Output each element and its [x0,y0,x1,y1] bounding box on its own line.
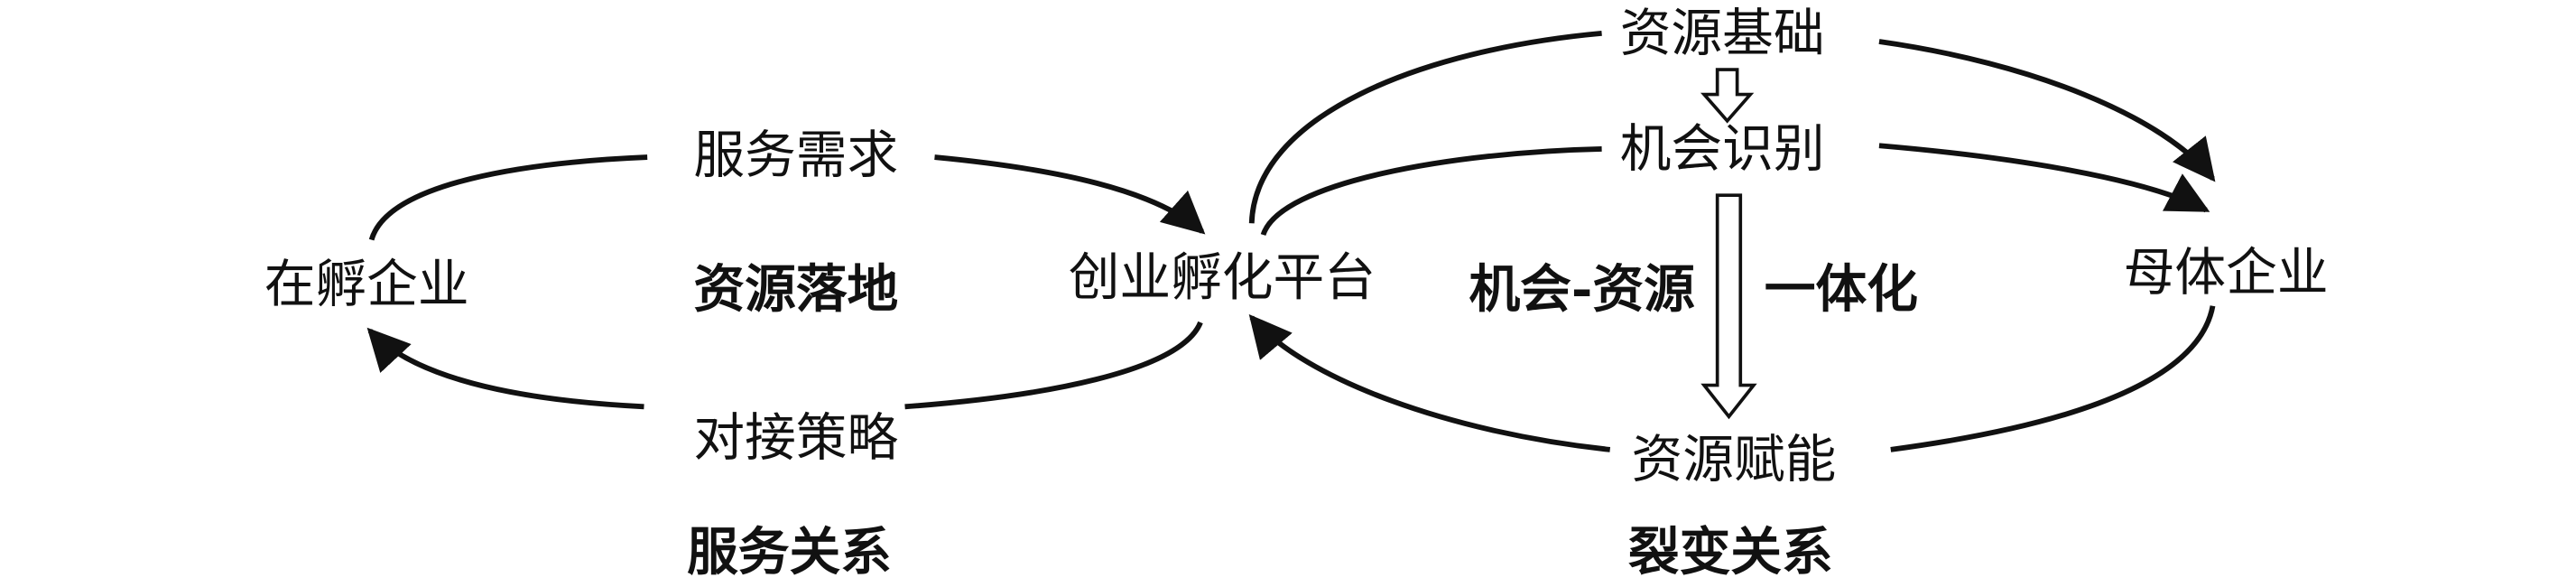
hollow-arrow-small [1700,68,1755,124]
label-opp-resource: 机会-资源 [1469,259,1695,319]
label-service-relation: 服务关系 [687,522,892,582]
node-resource-base: 资源基础 [1620,4,1825,63]
label-resource-landing: 资源落地 [693,259,898,319]
node-incubated-firm: 在孵企业 [264,255,469,314]
arc-platform-to-resource-base [1248,30,1602,224]
node-platform: 创业孵化平台 [1069,248,1376,308]
arc-firm-to-demand [368,154,648,241]
node-resource-empowerment: 资源赋能 [1632,430,1837,489]
arrow-demand-to-platform [934,154,1206,235]
arrow-empowerment-to-platform [1248,313,1611,452]
node-service-demand: 服务需求 [693,126,898,185]
arrow-opportunity-to-parent [1878,143,2210,213]
arc-platform-to-strategy [904,321,1203,410]
label-integration: 一体化 [1765,259,1918,319]
arc-parent-to-empowerment [1890,305,2216,452]
arrow-strategy-to-firm [366,327,644,410]
hollow-arrow-large [1700,193,1757,420]
label-fission-relation: 裂变关系 [1628,522,1833,582]
node-matching-strategy: 对接策略 [693,408,898,468]
node-opportunity-identification: 机会识别 [1620,119,1825,179]
arc-platform-to-opportunity [1260,145,1602,237]
node-parent-firm: 母体企业 [2124,243,2329,303]
arrow-resource-base-to-parent [1878,39,2216,182]
